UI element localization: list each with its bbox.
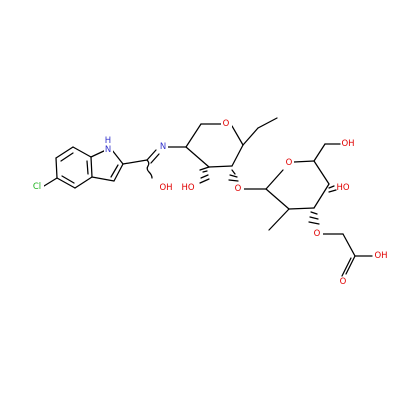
amide-oh-label: OH <box>159 183 172 193</box>
atom-label-layer: Cl H N N OH O HO O O OH HO O OH O <box>30 118 388 287</box>
chlorine-label: Cl <box>33 182 41 192</box>
bond-layer <box>43 117 373 277</box>
amide-n-label: N <box>160 142 166 152</box>
hydroxymethyl-oh-label: OH <box>341 139 354 149</box>
indole-n-label: N <box>105 145 111 155</box>
ring2-hydroxyl-label: HO <box>336 183 349 193</box>
acid-hydroxyl-label: OH <box>374 251 387 261</box>
ring2-oxygen-label: O <box>286 158 293 168</box>
acid-carbonyl-oxygen-label: O <box>340 277 347 287</box>
ether-oxygen-label: O <box>314 229 321 239</box>
ring1-hydroxyl-label: HO <box>181 183 194 193</box>
ring1-oxygen-label: O <box>223 119 230 129</box>
indole-h-label: H <box>105 136 111 146</box>
glycosidic-oxygen-label: O <box>235 184 242 194</box>
